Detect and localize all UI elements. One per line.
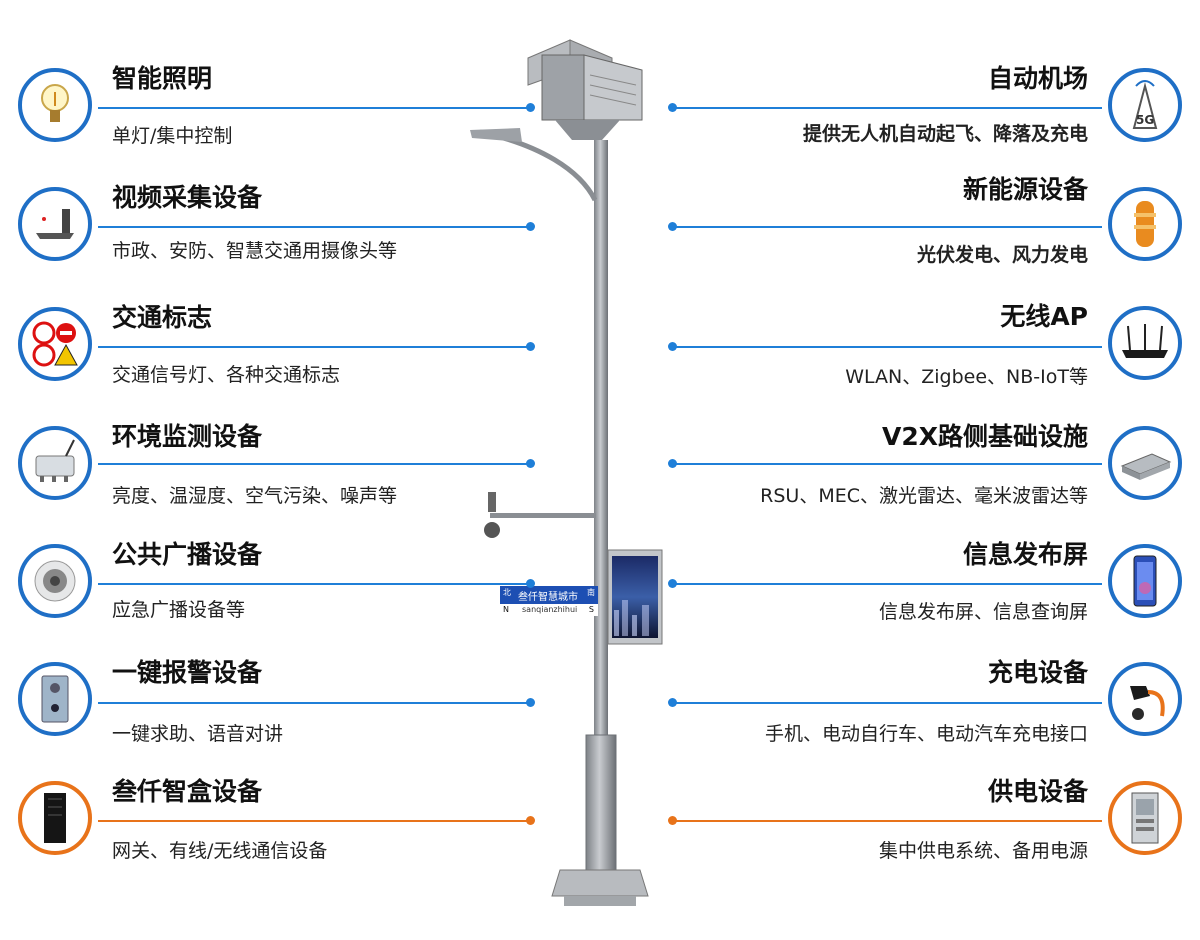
display-screen-icon	[1108, 544, 1182, 618]
title-charge: 充电设备	[987, 658, 1088, 687]
desc-video: 市政、安防、智慧交通用摄像头等	[112, 240, 398, 262]
desc-power: 集中供电系统、备用电源	[878, 840, 1088, 862]
rsu-device-icon	[1108, 426, 1182, 500]
desc-screen: 信息发布屏、信息查询屏	[878, 601, 1088, 623]
item-power: 供电设备 集中供电系统、备用电源	[640, 777, 1200, 867]
title-screen: 信息发布屏	[962, 540, 1088, 569]
desc-ap: WLAN、Zigbee、NB-IoT等	[845, 366, 1088, 388]
title-power: 供电设备	[987, 777, 1088, 806]
title-alarm: 一键报警设备	[112, 658, 263, 687]
desc-energy: 光伏发电、风力发电	[916, 244, 1088, 266]
drone-hangar	[527, 39, 643, 140]
item-env: 环境监测设备 亮度、温湿度、空气污染、噪声等	[0, 422, 560, 512]
light-bulb-icon	[18, 68, 92, 142]
title-traffic: 交通标志	[112, 303, 213, 332]
title-v2x: V2X路侧基础设施	[881, 422, 1088, 451]
desc-traffic: 交通信号灯、各种交通标志	[112, 364, 341, 386]
5g-tower-icon: 5G	[1108, 68, 1182, 142]
smart-pole-illustration	[470, 39, 663, 906]
intercom-icon	[18, 662, 92, 736]
title-ap: 无线AP	[1000, 302, 1088, 331]
wind-turbine-icon	[1108, 187, 1182, 261]
desc-broadcast: 应急广播设备等	[112, 599, 246, 621]
item-broadcast: 公共广播设备 应急广播设备等	[0, 540, 560, 630]
item-drone: 5G 自动机场 提供无人机自动起飞、降落及充电	[640, 64, 1200, 154]
camera-icon	[18, 187, 92, 261]
desc-lighting: 单灯/集中控制	[112, 125, 233, 147]
dome-camera	[484, 522, 500, 538]
router-icon	[1108, 306, 1182, 380]
item-alarm: 一键报警设备 一键求助、语音对讲	[0, 658, 560, 748]
item-lighting: 智能照明 单灯/集中控制	[0, 64, 560, 154]
sign-name-cn: 叁仟智慧城市	[518, 592, 578, 603]
sign-north: 北	[503, 588, 511, 597]
item-ap: 无线AP WLAN、Zigbee、NB-IoT等	[640, 302, 1200, 392]
item-charge: 充电设备 手机、电动自行车、电动汽车充电接口	[640, 658, 1200, 748]
title-broadcast: 公共广播设备	[112, 540, 263, 569]
ev-charger-icon	[1108, 662, 1182, 736]
desc-box: 网关、有线/无线通信设备	[112, 840, 328, 862]
sign-north-en: N	[503, 605, 509, 614]
desc-env: 亮度、温湿度、空气污染、噪声等	[112, 485, 398, 507]
desc-v2x: RSU、MEC、激光雷达、毫米波雷达等	[760, 485, 1088, 507]
title-drone: 自动机场	[987, 64, 1088, 93]
title-env: 环境监测设备	[112, 422, 263, 451]
traffic-sign-icon	[18, 307, 92, 381]
power-cabinet-icon	[1108, 781, 1182, 855]
title-video: 视频采集设备	[112, 183, 263, 212]
item-screen: 信息发布屏 信息发布屏、信息查询屏	[640, 540, 1200, 630]
street-sign: 北 叁仟智慧城市 南 N sanqianzhihui S	[500, 586, 598, 616]
title-lighting: 智能照明	[112, 64, 213, 93]
sign-name-en: sanqianzhihui	[522, 605, 578, 614]
item-box: 叁仟智盒设备 网关、有线/无线通信设备	[0, 777, 560, 867]
title-box: 叁仟智盒设备	[112, 777, 263, 806]
sign-south: 南	[587, 588, 595, 597]
desc-charge: 手机、电动自行车、电动汽车充电接口	[764, 723, 1088, 745]
server-cabinet-icon	[18, 781, 92, 855]
sensor-icon	[18, 426, 92, 500]
desc-alarm: 一键求助、语音对讲	[112, 723, 284, 745]
desc-drone: 提供无人机自动起飞、降落及充电	[802, 123, 1088, 145]
title-energy: 新能源设备	[962, 175, 1088, 204]
item-video: 视频采集设备 市政、安防、智慧交通用摄像头等	[0, 183, 560, 273]
svg-text:5G: 5G	[1136, 113, 1154, 127]
sign-south-en: S	[588, 605, 594, 614]
item-v2x: V2X路侧基础设施 RSU、MEC、激光雷达、毫米波雷达等	[640, 422, 1200, 512]
speaker-icon	[18, 544, 92, 618]
item-energy: 新能源设备 光伏发电、风力发电	[640, 175, 1200, 266]
item-traffic: 交通标志 交通信号灯、各种交通标志	[0, 303, 560, 393]
